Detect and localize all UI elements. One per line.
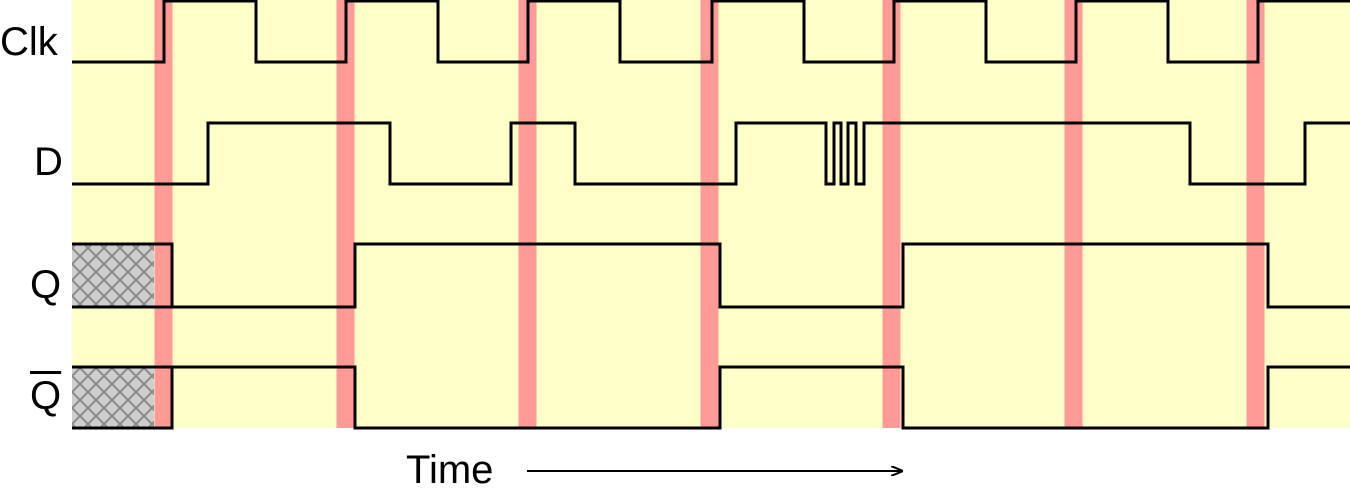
clock-edge-band-2 <box>336 0 355 428</box>
q-waveform <box>72 242 1350 309</box>
time-axis-label: Time <box>406 448 494 492</box>
qbar-label: Q <box>30 374 62 418</box>
clock-edge-bands <box>154 0 1265 428</box>
clock-edge-band-5 <box>882 0 901 428</box>
clock-edge-band-4 <box>700 0 719 428</box>
q-label: Q <box>30 263 62 307</box>
clk-waveform <box>72 0 1350 64</box>
qbar-waveform <box>72 365 1350 430</box>
clk-label: Clk <box>0 20 58 64</box>
d-label: D <box>34 140 63 184</box>
qbar-unknown-region <box>72 367 154 428</box>
clock-edge-band-3 <box>518 0 537 428</box>
clock-edge-band-1 <box>154 0 173 428</box>
q-unknown-region <box>72 244 154 307</box>
clock-edge-band-7 <box>1246 0 1265 428</box>
clock-edge-band-6 <box>1064 0 1083 428</box>
d-waveform <box>72 121 1350 186</box>
